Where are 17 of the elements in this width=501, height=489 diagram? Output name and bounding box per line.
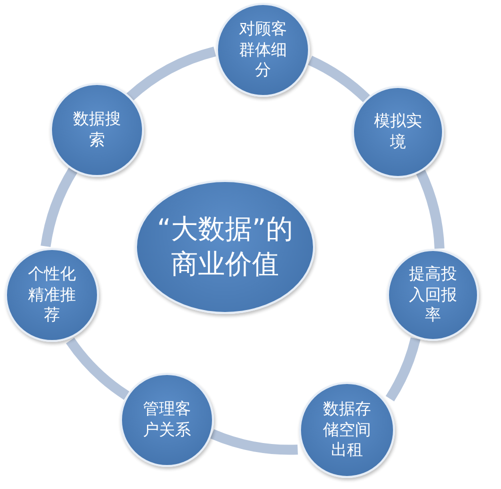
topic-circle [120, 373, 214, 467]
node-label: 数据存储空间出租 [322, 398, 372, 462]
ring-connector [210, 429, 298, 455]
topic-circle [352, 86, 444, 178]
node-label: 数据搜索 [72, 109, 122, 151]
node-label: 模拟实境 [373, 111, 423, 153]
ring-connector [386, 337, 420, 402]
ring-connector [308, 56, 370, 102]
ring-connector [66, 338, 130, 400]
node-label: “大数据”的商业价值 [156, 212, 294, 282]
node-label: 对顾客群体细分 [238, 18, 288, 82]
node-label: 提高投入回报率 [408, 264, 458, 326]
node-label: 管理客户关系 [142, 399, 192, 441]
ring-connector [40, 167, 78, 248]
ring-connector [416, 170, 444, 250]
node-label: 个性化精准推荐 [27, 264, 77, 326]
ring-connector [126, 46, 216, 102]
